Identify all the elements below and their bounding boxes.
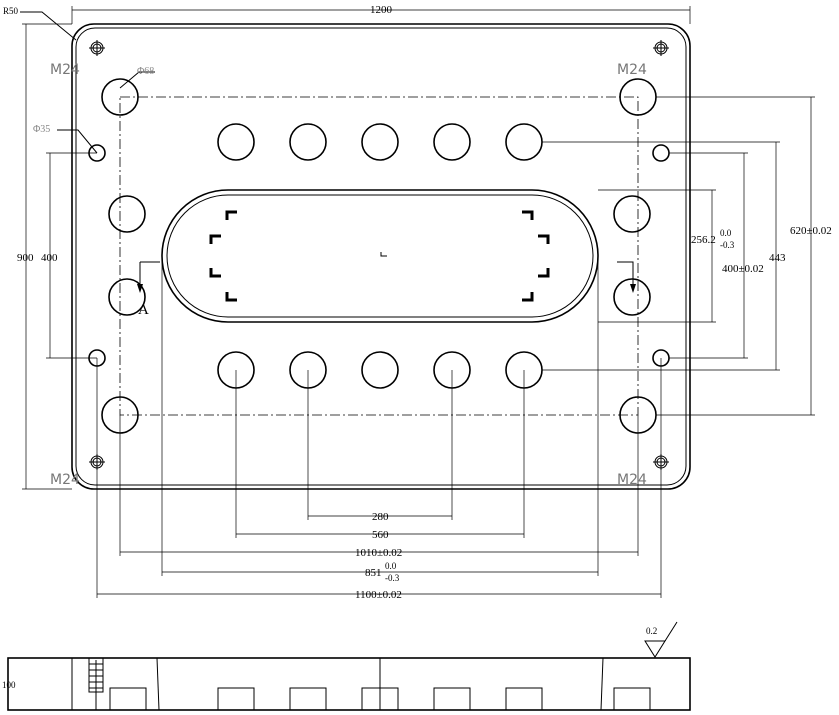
svg-text:1010±0.02: 1010±0.02	[355, 547, 402, 559]
svg-text:900: 900	[17, 252, 34, 264]
svg-text:Φ35: Φ35	[33, 124, 50, 135]
bolt-hole	[613, 278, 651, 316]
svg-text:1100±0.02: 1100±0.02	[355, 589, 402, 601]
plate-outline	[71, 23, 691, 490]
svg-text:280: 280	[372, 511, 389, 523]
svg-text:0.0: 0.0	[720, 228, 732, 238]
svg-text:0.0: 0.0	[385, 561, 397, 571]
callouts: R50 Φ68 Φ35	[3, 6, 155, 154]
central-slot	[161, 189, 599, 323]
thread-label: M24	[617, 472, 647, 488]
bolt-hole	[101, 78, 139, 116]
top-hole-row	[217, 123, 543, 161]
svg-text:R50: R50	[3, 6, 19, 16]
side-outline	[7, 657, 691, 711]
dimensions: 1200 900 400 256.2 0.0 -0.3 400±0.02 443…	[17, 4, 832, 601]
svg-text:100: 100	[2, 680, 16, 690]
svg-text:-0.3: -0.3	[385, 573, 400, 583]
side-pockets	[109, 687, 651, 711]
svg-text:560: 560	[372, 529, 389, 541]
side-view: 100 0.2	[2, 621, 691, 711]
svg-text:A: A	[138, 302, 149, 318]
svg-text:400±0.02: 400±0.02	[722, 263, 764, 275]
svg-text:851: 851	[365, 567, 382, 579]
plate-inner-outline	[75, 27, 687, 486]
surface-finish-symbol: 0.2	[644, 621, 678, 658]
section-marker: A	[137, 261, 636, 318]
thread-label: M24	[50, 472, 80, 488]
thread-label: M24	[50, 62, 80, 78]
svg-text:256.2: 256.2	[691, 234, 716, 246]
bolt-hole	[108, 278, 146, 316]
slot-corner-marks	[209, 210, 550, 302]
svg-text:Φ68: Φ68	[137, 66, 154, 77]
bolt-holes	[101, 78, 657, 434]
svg-text:0.2: 0.2	[646, 626, 657, 636]
svg-text:400: 400	[41, 252, 58, 264]
plan-view: M24 M24 M24 M24 A R50 Φ68 Φ35	[3, 6, 691, 490]
central-slot-inner	[166, 194, 594, 318]
svg-text:443: 443	[769, 252, 786, 264]
svg-text:1200: 1200	[370, 4, 393, 16]
svg-text:-0.3: -0.3	[720, 240, 735, 250]
pin-holes	[88, 144, 670, 367]
thread-label: M24	[617, 62, 647, 78]
threaded-hole-section	[88, 657, 104, 710]
bolt-hole	[108, 195, 146, 233]
bottom-hole-row	[217, 351, 543, 389]
svg-text:620±0.02: 620±0.02	[790, 225, 832, 237]
threaded-holes	[89, 40, 669, 470]
pin-hole	[652, 144, 670, 162]
bolt-hole	[613, 195, 651, 233]
bolt-centerline	[119, 96, 639, 416]
